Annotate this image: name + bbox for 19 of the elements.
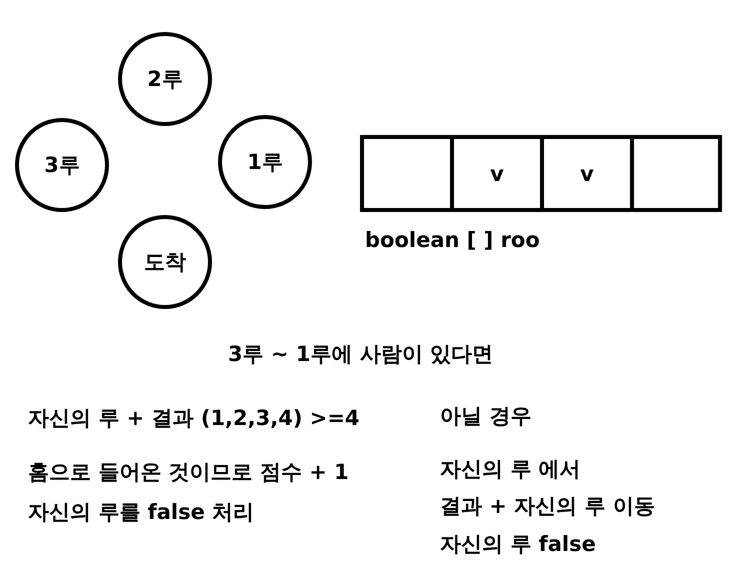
base-circle	[118, 215, 212, 309]
rule-text: 결과 + 자신의 루 이동	[440, 493, 655, 520]
rule-text: 자신의 루를 false 처리	[28, 499, 254, 526]
base-circle	[218, 115, 312, 209]
base-label: 1루	[247, 149, 283, 176]
else-heading: 아닐 경우	[440, 403, 532, 430]
rule-text: 홈으로 들어온 것이므로 점수 + 1	[28, 459, 349, 486]
rule-text: 자신의 루 + 결과 (1,2,3,4) >=4	[28, 405, 360, 432]
base-label: 도착	[144, 249, 186, 276]
array-caption: boolean [ ] roo	[365, 228, 540, 252]
cell-value: v	[490, 162, 504, 186]
base-label: 2루	[147, 66, 183, 93]
rule-text: 자신의 루 false	[440, 531, 596, 558]
rule-text: 자신의 루 에서	[440, 456, 581, 483]
base-label: 3루	[44, 152, 80, 179]
cell-value: v	[580, 162, 594, 186]
base-circle	[118, 32, 212, 126]
condition-text: 3루 ~ 1루에 사람이 있다면	[228, 341, 494, 368]
base-circle	[15, 118, 109, 212]
